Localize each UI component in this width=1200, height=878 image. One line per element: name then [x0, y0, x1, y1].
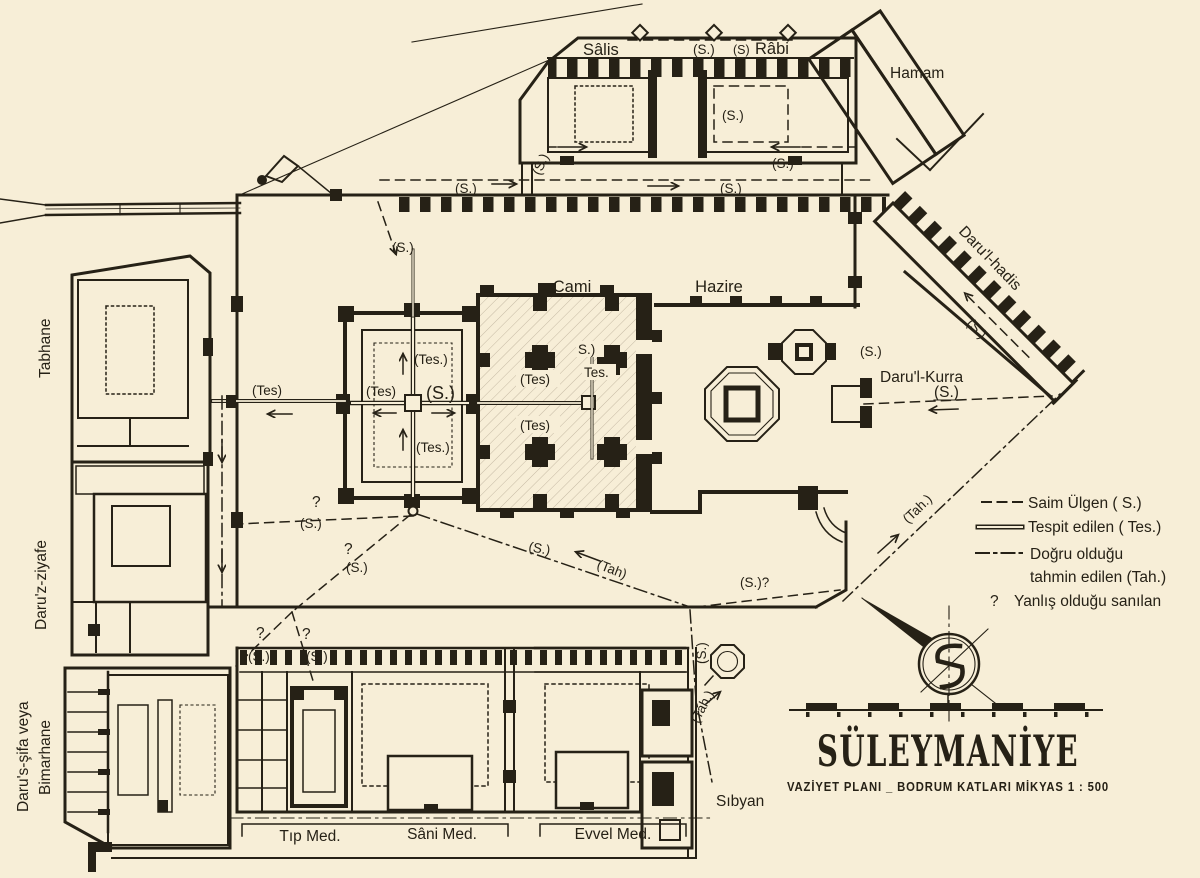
hamam [806, 8, 985, 186]
mark-q-hub-sw: ? [344, 541, 353, 558]
mark-s-north-stem: (S.) [392, 240, 414, 255]
tabhane [70, 254, 213, 464]
legend-item-dogru-1: Doğru olduğu [1030, 546, 1123, 563]
mark-q-peak-right: ? [302, 626, 311, 643]
daruz-ziyafe [70, 452, 213, 657]
compass-rose [861, 597, 996, 725]
legend: Saim Ülgen ( S.) Tespit edilen ( Tes.) D… [975, 494, 1166, 610]
legend-item-yanlis: Yanlış olduğu sanılan [1014, 593, 1161, 610]
label-hazire: Hazire [695, 278, 743, 296]
mosque-courtyard [336, 248, 480, 517]
label-sibyan: Sıbyan [716, 793, 764, 810]
label-daruz-ziyafe: Daru'z-ziyafe [33, 540, 50, 630]
mark-tah-se: (Tah.) [900, 491, 935, 526]
mark-tah-mid: (Tah) [595, 557, 629, 582]
legend-question-symbol: ? [990, 593, 999, 610]
turbe-large [704, 366, 780, 442]
mark-s-hazire-ne: (S.) [860, 344, 882, 359]
mark-s-peak-left: (S.) [248, 649, 270, 664]
label-darus-sifa-2: Bimarhane [37, 720, 54, 795]
mark-s-street: (S.) [694, 642, 709, 664]
page-title: SÜLEYMANİYE [817, 725, 1079, 777]
label-salis: Sâlis [583, 41, 619, 59]
mark-s-top-walk: (S.) [693, 42, 715, 57]
mark-q-hub-west: ? [312, 494, 321, 511]
label-evvel-med: Evvel Med. [575, 826, 652, 843]
mark-s-hub-west: (S.) [300, 516, 322, 531]
sibyan-school [640, 688, 694, 850]
mark-s-peak-right: (S.) [306, 649, 328, 664]
mark-q-peak-left: ? [256, 625, 265, 642]
legend-item-dogru-2: tahmin edilen (Tah.) [1030, 569, 1166, 586]
page-subtitle: VAZİYET PLANI _ BODRUM KATLARI MİKYAS 1 … [787, 779, 1109, 794]
label-darus-sifa-1: Daru's-şifa veya [15, 701, 32, 812]
mark-s-tah-line: (S.) [527, 539, 551, 558]
mark-s-hub-sw: (S.) [346, 560, 368, 575]
legend-item-tespit: Tespit edilen ( Tes.) [1028, 519, 1161, 536]
mark-s-walkway-1: (S.) [455, 181, 477, 196]
label-rabi: Râbi [755, 40, 789, 58]
hazire [650, 296, 860, 543]
mark-tes-hall-3: Tes. [584, 365, 609, 380]
mark-s-court-center: (S.) [426, 383, 455, 403]
label-sani-med: Sâni Med. [407, 826, 477, 843]
madrasa-label-brackets [88, 817, 713, 872]
darus-sifa [63, 666, 232, 850]
mark-s-annex-sw: (S.) [529, 151, 552, 177]
prayer-hall [476, 283, 662, 518]
label-tabhane: Tabhane [37, 319, 54, 378]
mark-s-q-south: (S.)? [740, 575, 769, 590]
label-hamam: Hamam [890, 65, 944, 82]
aqueduct-wall [0, 198, 242, 224]
north-annex [518, 23, 858, 165]
darul-kurra [831, 378, 1053, 428]
west-tes-line [211, 395, 347, 607]
turbe-small [768, 329, 836, 375]
road-line-west [241, 56, 557, 195]
title-block: SÜLEYMANİYE VAZİYET PLANI _ BODRUM KATLA… [787, 725, 1109, 794]
road-line-north [411, 3, 643, 43]
mark-s-annex-hall: (S.) [722, 108, 744, 123]
precinct-wall [178, 162, 890, 610]
darul-hadis [872, 190, 1086, 406]
scale-bar [789, 693, 1103, 717]
label-darul-kurra: Daru'l-Kurra [880, 369, 963, 386]
label-tip-med: Tıp Med. [279, 828, 340, 845]
mark-s-walkway-3: (S.) [772, 156, 794, 171]
mark-tes-hall-2: (Tes) [520, 418, 550, 433]
mark-tes-west: (Tes) [252, 383, 282, 398]
mark-s-darul-kurra: (S.) [934, 384, 959, 401]
mark-s-walkway-2: (S.) [720, 181, 742, 196]
mark-tes-court-left: (Tes) [366, 384, 396, 399]
legend-item-saim: Saim Ülgen ( S.) [1028, 494, 1142, 512]
label-cami: Cami [553, 278, 592, 296]
survey-lines [234, 201, 1062, 783]
mark-s-hall: S.) [578, 342, 595, 357]
sadirvan [703, 644, 745, 687]
mark-tes-hall-1: (Tes) [520, 372, 550, 387]
mark-tes-court-bottom: (Tes.) [416, 440, 450, 455]
fountain-gate [257, 154, 334, 196]
mark-tes-court-top: (Tes.) [414, 352, 448, 367]
mark-s-rabi: (S) [733, 43, 750, 57]
